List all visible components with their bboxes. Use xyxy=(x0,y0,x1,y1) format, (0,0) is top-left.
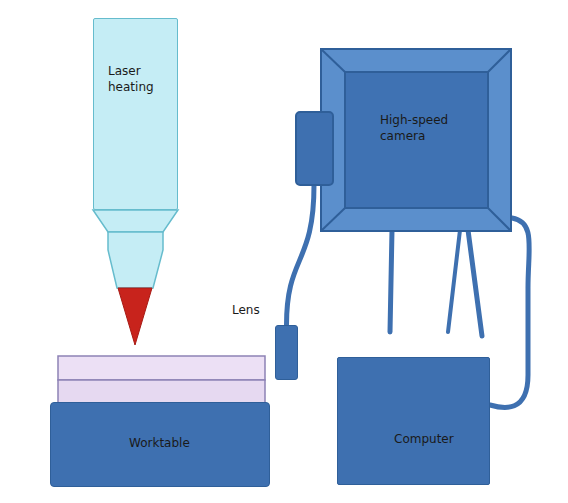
bevel-line xyxy=(488,208,511,231)
camera-attachment xyxy=(296,112,333,185)
camera-frame xyxy=(321,49,511,231)
node-label: Laser heating xyxy=(108,63,172,95)
node-label: Lens xyxy=(232,302,260,318)
bevel-line xyxy=(321,49,345,72)
bevel-line xyxy=(321,208,345,231)
laser-taper xyxy=(93,210,178,232)
node-label: Computer xyxy=(394,431,484,447)
laser-nozzle xyxy=(108,232,163,288)
computer: Computer xyxy=(337,357,490,485)
laser-head: Laser heating xyxy=(93,18,178,210)
cable xyxy=(287,185,315,325)
camera-leg xyxy=(468,230,482,336)
lens-box: Lens xyxy=(275,325,298,380)
cable xyxy=(490,218,529,407)
lower-plate xyxy=(58,380,265,404)
laser-beam xyxy=(118,288,152,345)
camera-leg xyxy=(390,230,392,332)
worktable: Worktable xyxy=(50,402,270,487)
camera-leg xyxy=(448,230,460,332)
camera-body: High-speed camera xyxy=(320,48,512,232)
node-label: Worktable xyxy=(129,435,249,451)
bevel-line xyxy=(488,49,511,72)
upper-plate xyxy=(58,356,265,380)
node-label: High-speed camera xyxy=(380,112,490,144)
